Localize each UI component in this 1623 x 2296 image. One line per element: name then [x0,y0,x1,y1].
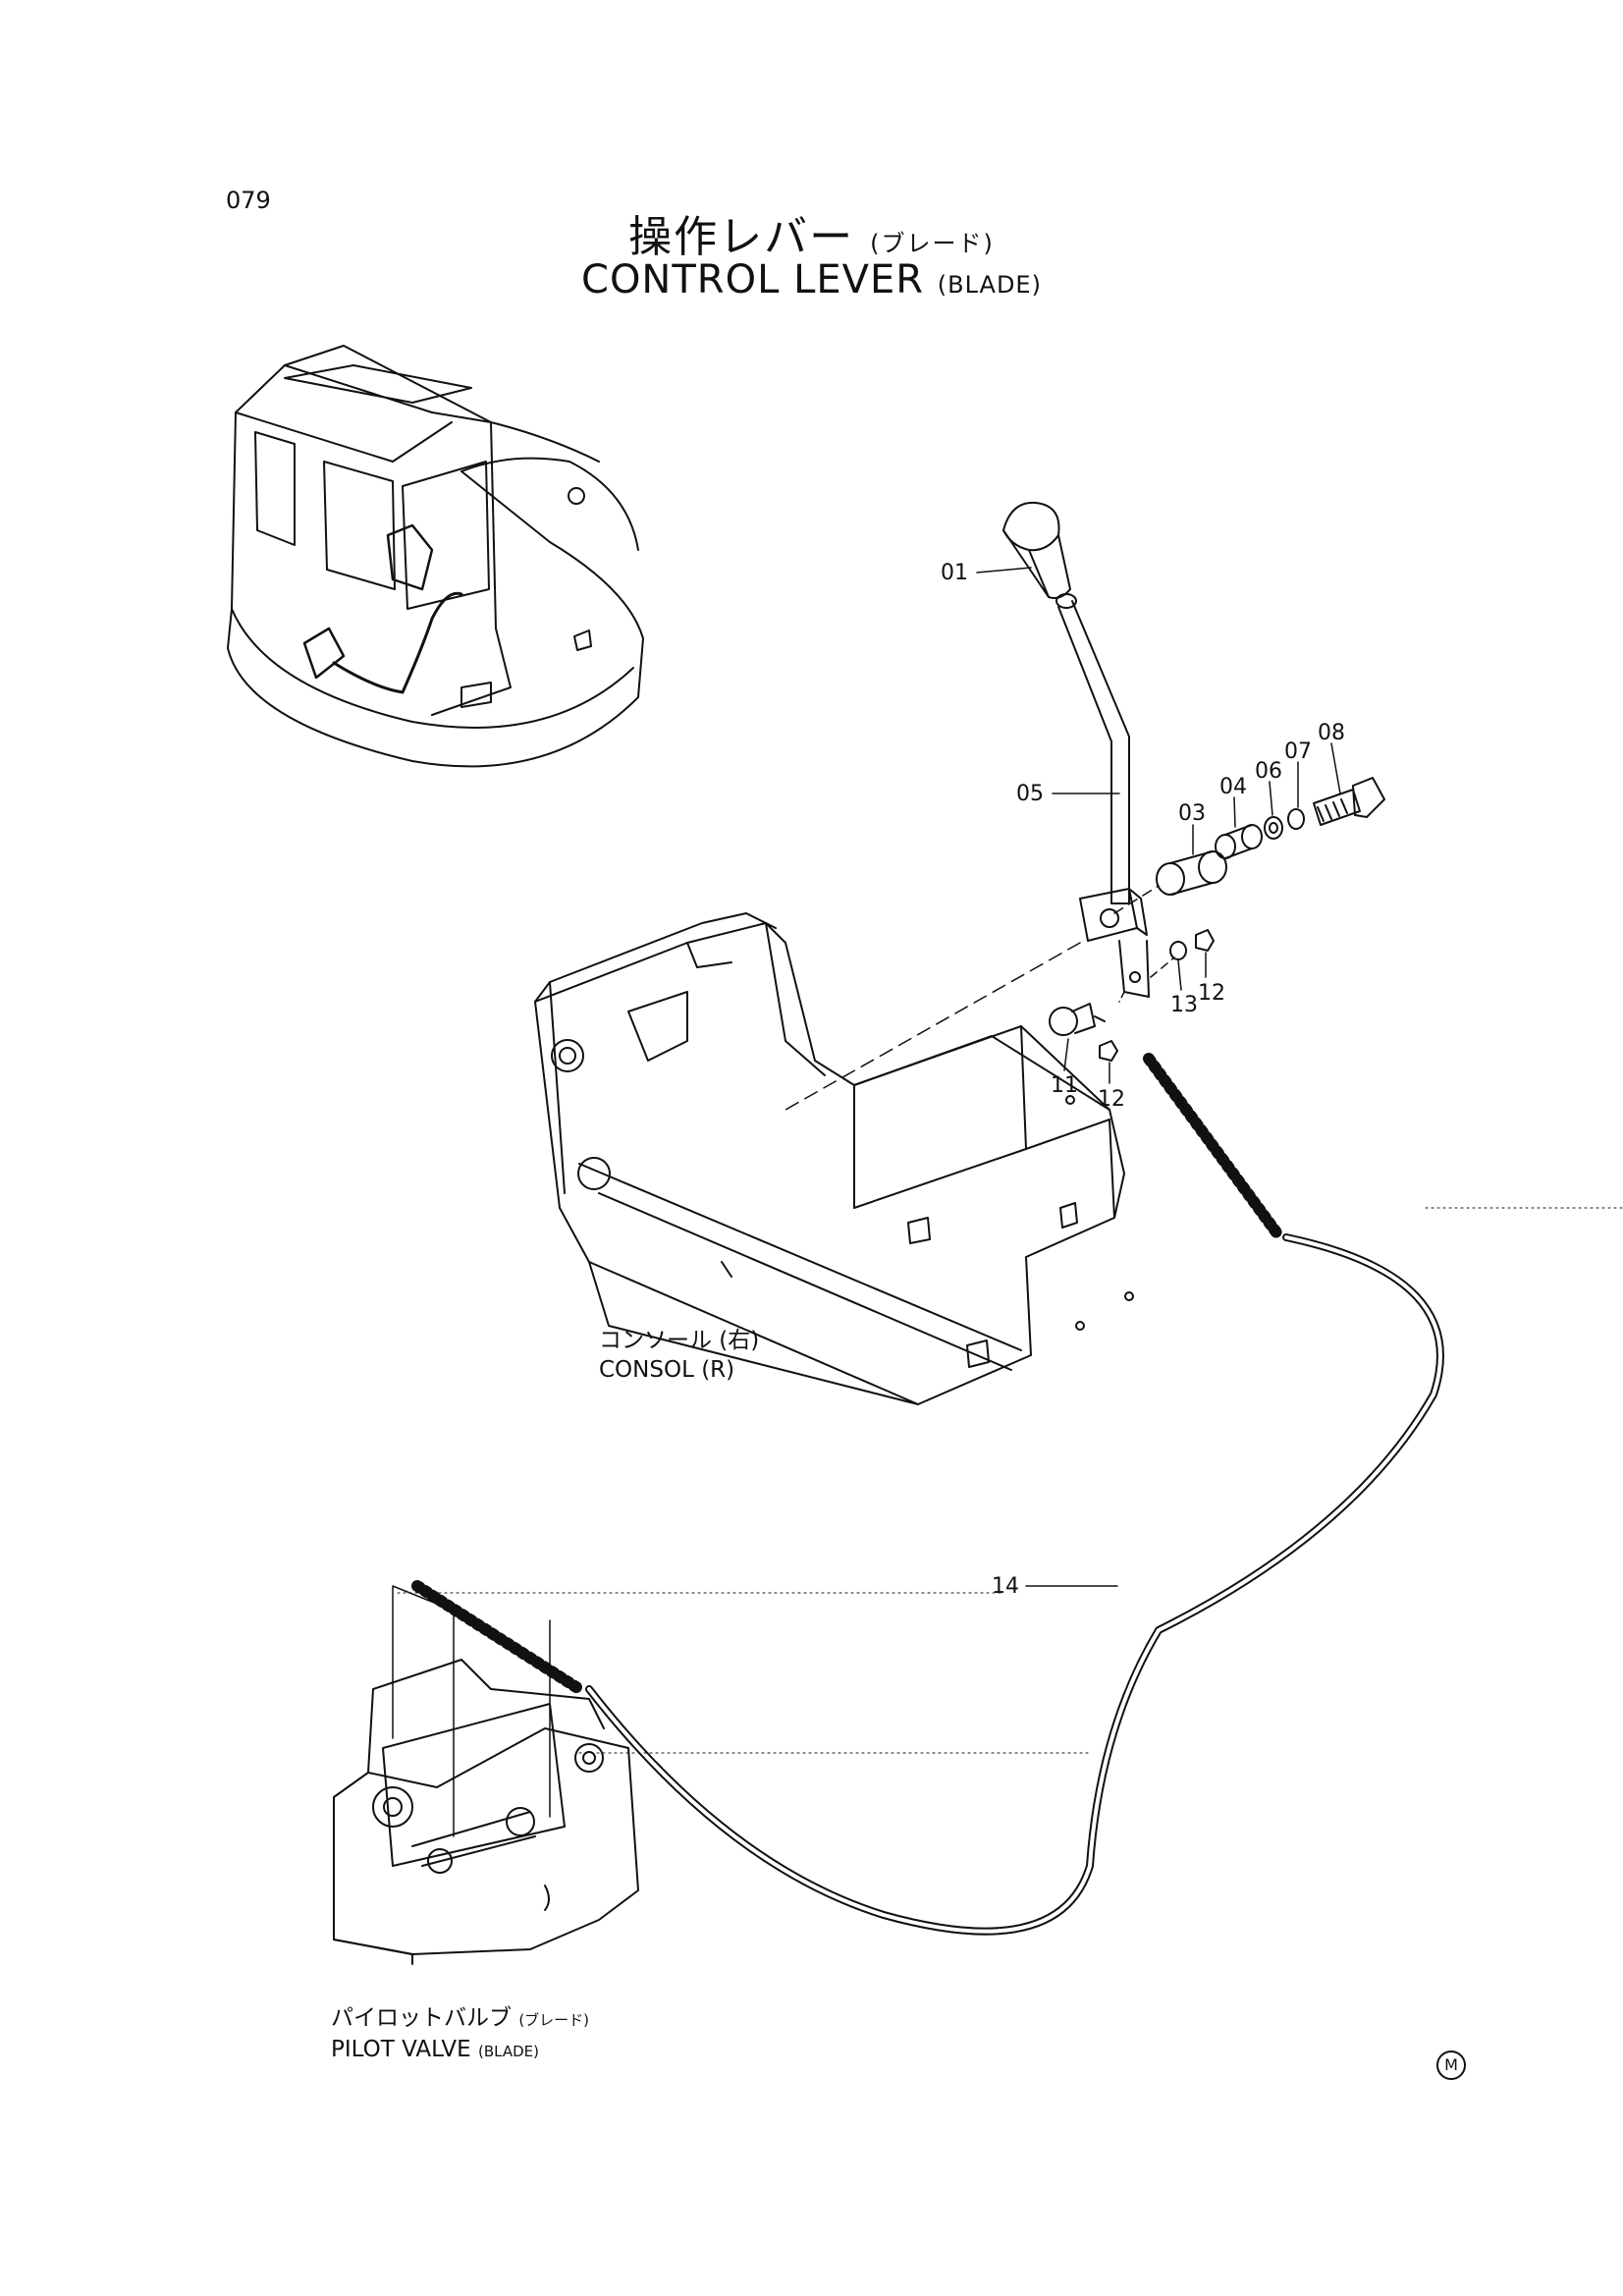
pilot-valve-en-sub: (BLADE) [477,2043,539,2060]
callout-13: 13 [1170,993,1198,1017]
title-jp-sub: (ブレード) [870,230,995,257]
excavator-cab-overview [227,345,644,768]
callout-01: 01 [941,561,968,585]
callout-07: 07 [1284,739,1312,764]
callout-14: 14 [992,1574,1019,1599]
pilot-valve-en-main: PILOT VALVE [331,2037,471,2062]
callout-06: 06 [1255,759,1282,784]
pilot-valve [333,1659,639,1965]
pilot-valve-label-jp: パイロットバルブ (ブレード) [331,2003,589,2035]
pilot-valve-jp-sub: (ブレード) [518,2011,590,2029]
pilot-valve-label-en: PILOT VALVE (BLADE) [331,2035,589,2066]
console-label: コンソール (右) CONSOL (R) [599,1326,759,1385]
console-label-en: CONSOL (R) [599,1357,735,1383]
callout-03: 03 [1178,801,1206,826]
callout-12-lower: 12 [1098,1087,1125,1112]
title-jp-main: 操作レバー [628,212,855,262]
callout-04: 04 [1219,775,1247,799]
title-en-main: CONTROL LEVER [581,257,925,302]
pilot-valve-jp-main: パイロットバルブ [331,2005,512,2031]
callout-11: 11 [1051,1073,1078,1098]
detail-lines [392,1207,1623,1837]
control-cable [411,1053,1444,1936]
title-japanese: 操作レバー (ブレード) [0,201,1623,264]
callout-08: 08 [1318,721,1345,745]
callouts: 01 03 04 05 06 07 08 11 12 12 13 14 [941,561,1345,1599]
corner-mark-m: M [1436,2050,1466,2080]
console-right [534,912,1134,1405]
title-en-sub: (BLADE) [937,271,1042,299]
control-lever-assembly [784,501,1385,1111]
title-english: CONTROL LEVER (BLADE) [0,257,1623,302]
pilot-valve-label: パイロットバルブ (ブレード) PILOT VALVE (BLADE) [331,2003,589,2066]
callout-12-upper: 12 [1198,981,1225,1006]
console-label-jp: コンソール (右) [599,1328,760,1353]
page-number: 079 [226,187,271,214]
callout-05: 05 [1016,782,1044,806]
